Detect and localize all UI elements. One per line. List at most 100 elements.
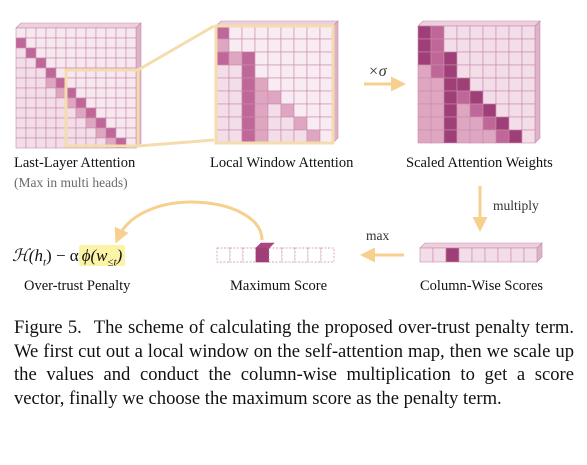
last-layer-cell-cell bbox=[95, 47, 107, 59]
formula-close-paren: ) bbox=[116, 246, 123, 265]
scaled-weight-cell-cell bbox=[456, 129, 471, 144]
diagram-canvas bbox=[15, 20, 543, 263]
figure-caption: Figure 5.The scheme of calculating the p… bbox=[14, 316, 574, 410]
scaled-weight-cell-cell bbox=[482, 103, 497, 118]
last-layer-cell-cell bbox=[75, 97, 87, 109]
local-window-cell-cell bbox=[267, 90, 282, 105]
last-layer-cell-cell bbox=[105, 127, 117, 139]
last-layer-cell-cell bbox=[85, 107, 97, 119]
last-layer-cell-cell bbox=[75, 127, 87, 139]
dropped-score-cell bbox=[229, 247, 244, 263]
last-layer-cell-cell bbox=[35, 117, 47, 129]
last-layer-cell-cell bbox=[95, 107, 107, 119]
scaled-weight-cell-cell bbox=[469, 38, 484, 53]
column-row-depth-top bbox=[419, 242, 543, 249]
local-window-cell-cell bbox=[319, 129, 334, 144]
last-layer-cell-cell bbox=[75, 77, 87, 89]
scaled-weight-cell-cell bbox=[469, 25, 484, 40]
last-layer-cell-cell bbox=[45, 27, 57, 39]
last-layer-cell-cell bbox=[35, 37, 47, 49]
last-layer-cell-cell bbox=[15, 137, 27, 149]
local-window-cell-cell bbox=[306, 116, 321, 131]
scaled-weight-cell-cell bbox=[443, 25, 458, 40]
last-layer-cell-cell bbox=[125, 97, 137, 109]
scaled-weight-cell-cell bbox=[508, 90, 523, 105]
local-window-cell-cell bbox=[254, 51, 269, 66]
last-layer-cell-cell bbox=[55, 57, 67, 69]
scaled-weight-cell-cell bbox=[469, 103, 484, 118]
local-window-cell-cell bbox=[228, 51, 243, 66]
last-layer-cell-cell bbox=[75, 37, 87, 49]
scaled-weight-cell-cell bbox=[482, 90, 497, 105]
scaled-attention-weights-grid bbox=[417, 20, 541, 144]
column-score-cell bbox=[523, 247, 538, 263]
column-score-cell bbox=[419, 247, 434, 263]
penalty-curved-arrow bbox=[114, 200, 264, 244]
local-window-cell-cell bbox=[319, 25, 334, 40]
local-window-cell-cell bbox=[267, 51, 282, 66]
local-window-cell-cell bbox=[241, 129, 256, 144]
scaled-weight-cell-cell bbox=[482, 51, 497, 66]
local-window-cell-cell bbox=[254, 129, 269, 144]
scaled-weight-cell-cell bbox=[430, 51, 445, 66]
column-score-cell bbox=[497, 247, 512, 263]
local-window-cell-cell bbox=[306, 51, 321, 66]
last-layer-cell-cell bbox=[25, 37, 37, 49]
formula-phi-term: ϕ(w bbox=[81, 246, 108, 265]
scaled-weight-cell-cell bbox=[495, 38, 510, 53]
last-layer-cell-cell bbox=[115, 47, 127, 59]
local-window-cell-cell bbox=[280, 116, 295, 131]
last-layer-cell-cell bbox=[75, 87, 87, 99]
scaled-weight-cell-cell bbox=[495, 77, 510, 92]
last-layer-cell-cell bbox=[85, 127, 97, 139]
formula-penalty-highlight: ϕ(w≤t) bbox=[78, 245, 126, 268]
last-layer-cell-cell bbox=[65, 37, 77, 49]
local-window-cell-cell bbox=[241, 90, 256, 105]
local-window-cell-cell bbox=[280, 25, 295, 40]
scaled-weight-cell-cell bbox=[430, 103, 445, 118]
last-layer-cell-cell bbox=[115, 77, 127, 89]
formula-entropy-term: ℋ(h bbox=[12, 246, 43, 265]
maximum-score-row bbox=[216, 242, 335, 263]
column-score-cell bbox=[432, 247, 447, 263]
last-layer-cell-cell bbox=[35, 137, 47, 149]
last-layer-cell-cell bbox=[15, 127, 27, 139]
maximum-score-top bbox=[255, 242, 275, 249]
scaled-weight-cell-cell bbox=[482, 38, 497, 53]
last-layer-cell-cell bbox=[65, 27, 77, 39]
last-layer-cell-cell bbox=[105, 27, 117, 39]
scaled-weight-cell-cell bbox=[456, 116, 471, 131]
local-window-outline bbox=[64, 68, 140, 148]
multiply-operation-label: multiply bbox=[493, 198, 539, 213]
local-window-cell-cell bbox=[267, 116, 282, 131]
formula-subscript-t: t bbox=[42, 256, 47, 269]
scaled-weight-cell-cell bbox=[443, 103, 458, 118]
scaled-weight-cell-cell bbox=[430, 90, 445, 105]
last-layer-cell-cell bbox=[115, 57, 127, 69]
last-layer-cell-cell bbox=[35, 97, 47, 109]
last-layer-cell-cell bbox=[45, 77, 57, 89]
last-layer-cell-cell bbox=[115, 37, 127, 49]
scaled-weight-cell-cell bbox=[443, 129, 458, 144]
last-layer-cell-cell bbox=[25, 117, 37, 129]
maximum-score-cell bbox=[255, 247, 270, 263]
column-score-cell bbox=[484, 247, 499, 263]
last-layer-cell-cell bbox=[75, 117, 87, 129]
last-layer-cell-cell bbox=[105, 57, 117, 69]
local-window-cell-cell bbox=[319, 38, 334, 53]
scaled-weight-cell-cell bbox=[508, 38, 523, 53]
scaled-weight-cell-depth-side bbox=[534, 20, 541, 144]
last-layer-cell-cell bbox=[15, 97, 27, 109]
scaled-weight-cell-cell bbox=[430, 38, 445, 53]
local-window-cell-cell bbox=[293, 129, 308, 144]
scaled-weight-cell-cell bbox=[430, 129, 445, 144]
local-window-cell-cell bbox=[215, 51, 230, 66]
last-layer-cell-cell bbox=[125, 37, 137, 49]
last-layer-cell-cell bbox=[25, 67, 37, 79]
local-window-cell-cell bbox=[280, 51, 295, 66]
local-window-cell-cell bbox=[241, 103, 256, 118]
local-window-cell-cell bbox=[254, 64, 269, 79]
last-layer-cell-cell bbox=[15, 117, 27, 129]
local-window-cell-cell bbox=[228, 38, 243, 53]
